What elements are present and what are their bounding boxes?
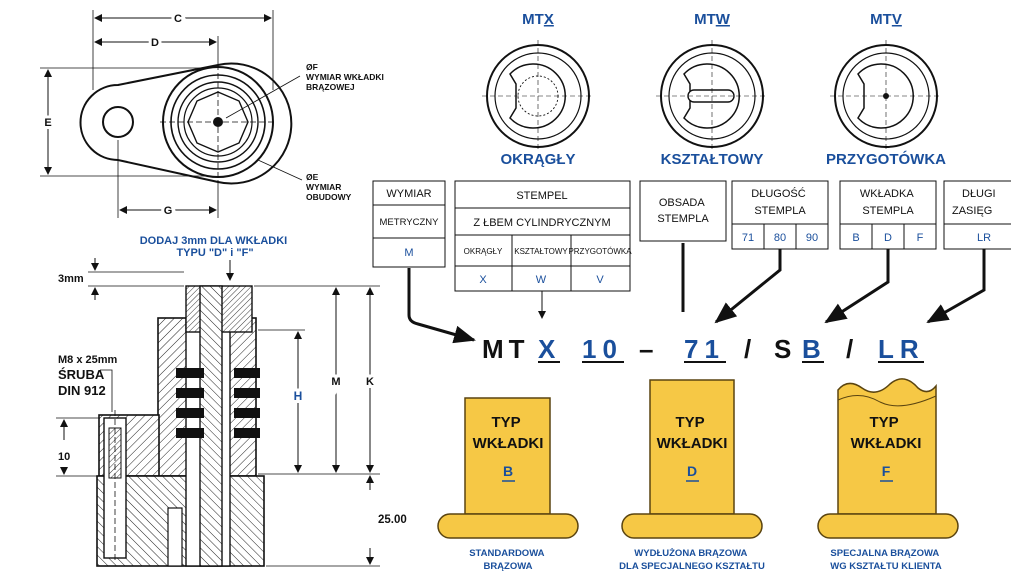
insert-f-letter: F — [882, 463, 891, 479]
head-w-label: KSZTAŁTOWY — [661, 151, 764, 168]
dim-c-label: C — [174, 13, 182, 25]
head-x-code: MTX — [522, 11, 554, 28]
order-table-text: WYMIAR METRYCZNY M STEMPEL Z ŁBEM CYLIND… — [380, 187, 999, 286]
table-wkladka-val-3: F — [917, 232, 924, 244]
note-f: ØF WYMIAR WKŁADKI BRĄZOWEJ — [306, 62, 386, 92]
table-wymiar-header: WYMIAR — [386, 188, 431, 200]
code-slash-2: / — [846, 334, 853, 364]
head-type-v: MTV PRZYGOTÓWKA — [826, 11, 946, 168]
code-mt: MT — [482, 334, 530, 364]
note-e: ØE WYMIAR OBUDOWY — [306, 172, 352, 202]
mounting-hole — [102, 106, 134, 138]
code-insert: B — [802, 334, 821, 364]
section-view: DODAJ 3mm DLA WKŁADKI TYPU "D" i "F" 3mm — [56, 235, 407, 567]
head-x-label: OKRĄGŁY — [501, 151, 576, 168]
dim-m-label: M — [331, 376, 340, 388]
table-stempel-col-1: OKRĄGŁY — [464, 247, 503, 256]
table-wymiar-value: M — [404, 247, 413, 259]
insert-b-caption: STANDARDOWA BRĄZOWA — [469, 548, 547, 572]
insert-d-title: TYP WKŁADKI — [657, 414, 728, 452]
insert-b-letter: B — [503, 463, 513, 479]
springs — [176, 368, 260, 438]
insert-f-title: TYP WKŁADKI — [851, 414, 922, 452]
punch-shank — [199, 285, 223, 567]
order-table — [372, 180, 1011, 292]
note-add-3mm: DODAJ 3mm DLA WKŁADKI TYPU "D" i "F" — [140, 235, 291, 259]
dim-3mm-label: 3mm — [58, 273, 84, 285]
code-head: X — [538, 334, 556, 364]
table-wkladka-val-2: D — [884, 232, 892, 244]
code-size: 10 — [582, 334, 623, 364]
table-dlugi-header: DŁUGI ZASIĘG — [952, 188, 999, 217]
head-type-w: MTW KSZTAŁTOWY — [656, 11, 768, 168]
insert-f: TYP WKŁADKI F SPECJALNA BRĄZOWA WG KSZTA… — [817, 378, 959, 572]
dim-10-label: 10 — [58, 451, 70, 463]
table-dlugosc-val-1: 71 — [742, 232, 754, 244]
code-length: 71 — [684, 334, 725, 364]
dim-g-label: G — [164, 205, 173, 217]
table-dlugosc-val-3: 90 — [806, 232, 818, 244]
insert-d-caption: WYDŁUŻONA BRĄZOWA DLA SPECJALNEGO KSZTAŁ… — [619, 548, 765, 572]
table-stempel-header: STEMPEL — [516, 190, 567, 202]
code-s: S — [774, 334, 791, 364]
table-obsada-header: OBSADA STEMPLA — [657, 197, 709, 225]
code-long-reach: LR — [878, 334, 925, 364]
head-type-x: MTX OKRĄGŁY — [482, 11, 594, 168]
top-view: C D E G ØF WYMIAR WKŁADKI BRĄZOWEJ ØE WY… — [40, 10, 386, 220]
socket-head — [187, 91, 249, 153]
head-w-code: MTW — [694, 11, 731, 28]
insert-d-letter: D — [687, 463, 697, 479]
dim-k-label: K — [366, 376, 374, 388]
dim-h-label: H — [294, 389, 303, 403]
table-stempel-sub: Z ŁBEM CYLINDRYCZNYM — [473, 217, 610, 229]
table-stempel-col-3: PRZYGOTÓWKA — [568, 247, 632, 256]
insert-types: TYP WKŁADKI B STANDARDOWA BRĄZOWA TYP WK… — [437, 378, 959, 572]
table-stempel-val-1: X — [479, 274, 487, 286]
table-stempel-val-2: W — [536, 274, 547, 286]
code-slash-1: / — [744, 334, 751, 364]
table-arrows — [407, 243, 986, 344]
dim-e-label: E — [44, 117, 51, 129]
table-dlugosc-val-2: 80 — [774, 232, 786, 244]
screw-callout: M8 x 25mm ŚRUBA DIN 912 — [58, 354, 120, 398]
table-wkladka-header: WKŁADKA STEMPLA — [860, 188, 916, 217]
code-dash: – — [639, 334, 653, 364]
table-stempel-val-3: V — [596, 274, 604, 286]
insert-b: TYP WKŁADKI B STANDARDOWA BRĄZOWA — [437, 397, 579, 572]
dim-25-label: 25.00 — [378, 514, 407, 526]
table-dlugi-value: LR — [977, 232, 991, 244]
dim-d-label: D — [151, 37, 159, 49]
punch-head-types: MTX OKRĄGŁY MTW KSZTAŁTOWY MTV — [482, 11, 946, 168]
insert-d: TYP WKŁADKI D WYDŁUŻONA BRĄZOWA DLA SPEC… — [619, 379, 765, 572]
order-code: MT X 10 – 71 / S B / LR — [482, 334, 925, 364]
table-wkladka-val-1: B — [852, 232, 859, 244]
head-v-label: PRZYGOTÓWKA — [826, 150, 946, 168]
head-v-code: MTV — [870, 11, 902, 28]
table-dlugosc-header: DŁUGOŚĆ STEMPLA — [751, 187, 808, 217]
table-wymiar-sub: METRYCZNY — [380, 217, 440, 228]
table-stempel-col-2: KSZTAŁTOWY — [514, 247, 568, 256]
insert-b-title: TYP WKŁADKI — [473, 414, 544, 452]
insert-f-caption: SPECJALNA BRĄZOWA WG KSZTAŁTU KLIENTA — [830, 548, 942, 572]
